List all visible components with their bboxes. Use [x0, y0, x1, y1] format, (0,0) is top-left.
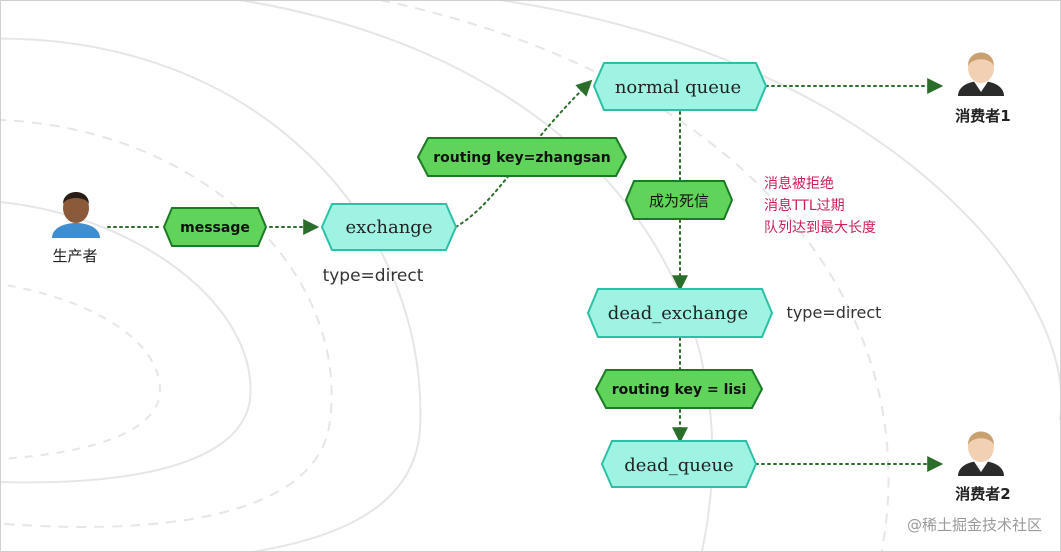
dead-letter-label: 成为死信 — [649, 192, 709, 210]
reason-rejected: 消息被拒绝 — [764, 175, 834, 192]
person-icon — [958, 52, 1004, 96]
person-icon — [52, 192, 100, 238]
reason-ttl-expired: 消息TTL过期 — [764, 197, 845, 214]
routing-key-1: routing key=zhangsan — [416, 137, 628, 177]
dead-queue-label: dead_queue — [624, 455, 733, 476]
dead-exchange-node: dead_exchange type=direct — [586, 288, 882, 338]
routing-key-2: routing key = lisi — [594, 369, 764, 409]
exchange-type-label: type=direct — [323, 266, 424, 286]
dead-queue-node: dead_queue — [600, 440, 758, 488]
consumer-2-label: 消费者2 — [955, 485, 1010, 503]
connectors — [107, 78, 944, 472]
message-key: message — [162, 207, 268, 247]
arrow-exchange-to-normal-queue — [455, 79, 593, 228]
message-label: message — [180, 220, 250, 236]
exchange-node: exchange type=direct — [320, 203, 458, 286]
consumer-1: 消费者1 — [955, 52, 1011, 125]
routing-key-1-label: routing key=zhangsan — [433, 150, 610, 166]
normal-queue-label: normal queue — [615, 77, 741, 98]
producer-label: 生产者 — [52, 247, 97, 265]
dead-letter-reasons: 消息被拒绝 消息TTL过期 队列达到最大长度 — [764, 175, 876, 236]
person-icon — [958, 431, 1004, 476]
exchange-label: exchange — [346, 217, 433, 238]
routing-key-2-label: routing key = lisi — [612, 382, 747, 398]
producer: 生产者 — [52, 192, 100, 265]
dead-exchange-label: dead_exchange — [608, 303, 748, 324]
consumer-2: 消费者2 — [955, 431, 1011, 503]
reason-queue-full: 队列达到最大长度 — [764, 220, 876, 236]
dead-letter-badge: 成为死信 — [624, 180, 734, 220]
consumer-1-label: 消费者1 — [955, 107, 1010, 125]
dead-exchange-type-label: type=direct — [787, 303, 882, 322]
watermark: @稀土掘金技术社区 — [907, 516, 1042, 534]
normal-queue-node: normal queue — [592, 62, 768, 111]
